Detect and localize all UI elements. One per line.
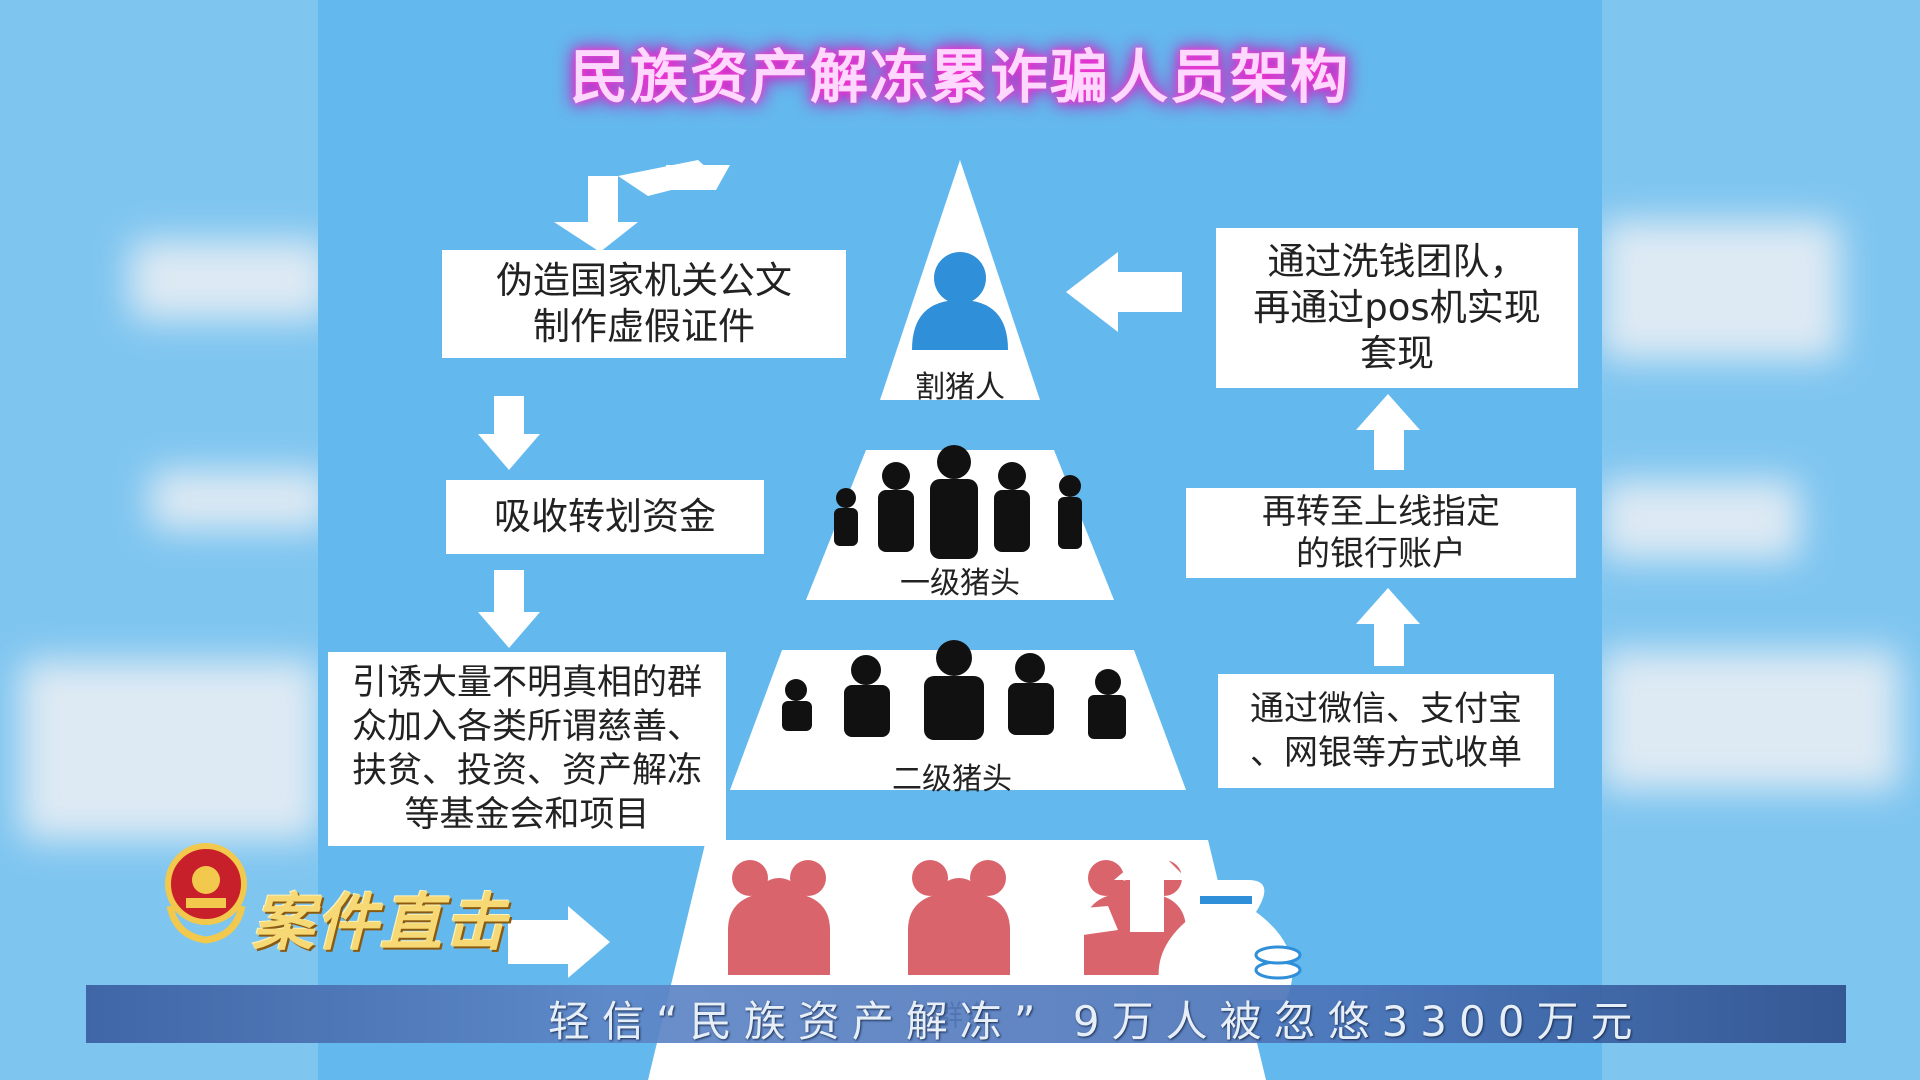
news-ticker-text: 轻信“民族资产解冻” 9万人被忽悠3300万元 [548,997,1645,1046]
diagram-panel: 民族资产解冻累诈骗人员架构 [318,0,1602,1080]
right-flow-arrows [1038,252,1420,940]
absorb-funds-box: 吸收转划资金 [446,480,764,554]
transfer-account-box: 再转至上线指定 的银行账户 [1186,488,1576,578]
tier1-label: 割猪人 [915,370,1005,405]
blur-shape [1600,650,1900,790]
leader-head-icon [934,252,986,304]
program-name: 案件直击 [252,886,509,959]
money-laundering-box: 通过洗钱团队， 再通过pos机实现 套现 [1216,228,1578,388]
tier3-label: 二级猪头 [892,762,1012,797]
collect-payments-box: 通过微信、支付宝 、网银等方式收单 [1218,674,1554,788]
left-blurred-background [0,0,330,1080]
tier2-label: 一级猪头 [900,566,1020,601]
right-blurred-background [1600,0,1920,1080]
news-ticker-bar [86,985,1846,1043]
blur-shape [130,240,330,320]
tier2-people-icon [834,445,1082,559]
blur-shape [150,470,330,530]
blur-shape [1600,220,1840,360]
forge-documents-box: 伪造国家机关公文 制作虚假证件 [442,250,846,358]
diagram-title: 民族资产解冻累诈骗人员架构 [569,43,1350,111]
left-flow-arrows [478,160,730,978]
leader-body-icon [912,300,1008,350]
blur-shape [20,660,320,840]
blur-shape [1600,480,1800,560]
tier3-people-icon [782,640,1126,740]
money-bag-icon [1158,880,1302,1000]
lure-public-box: 引诱大量不明真相的群 众加入各类所谓慈善、 扶贫、投资、资产解冻 等基金会和项目 [328,652,726,846]
police-emblem-icon [165,843,247,944]
